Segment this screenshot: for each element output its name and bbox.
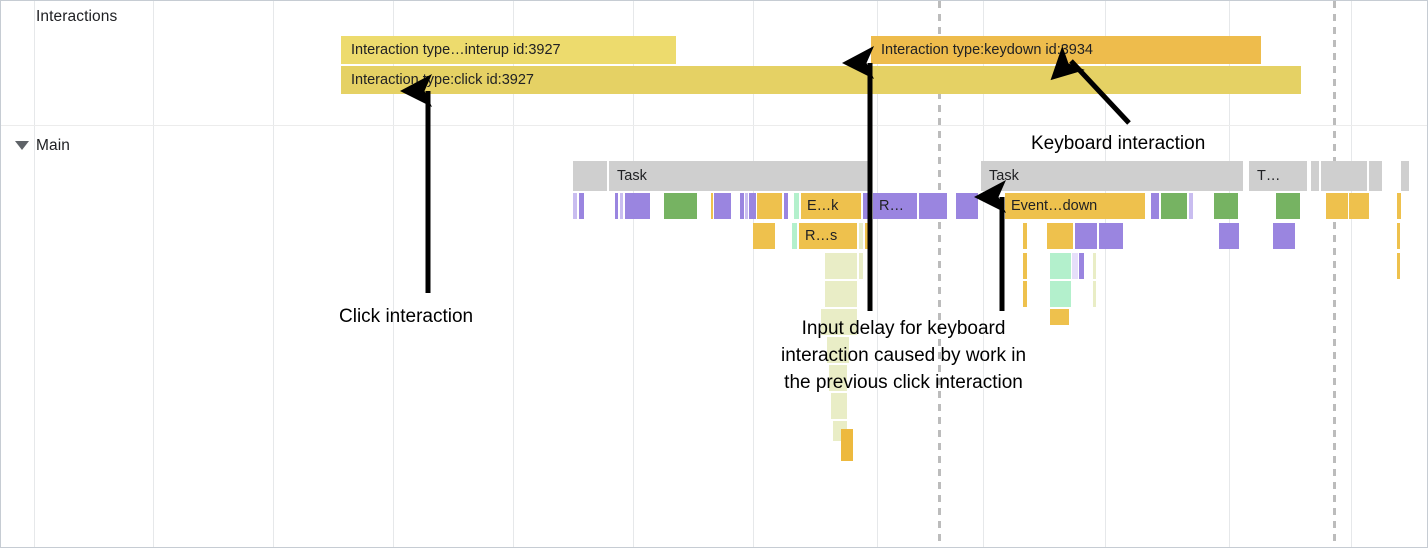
blk-event-k[interactable]: E…k	[801, 193, 861, 219]
blk[interactable]	[1189, 193, 1193, 219]
interaction-keydown[interactable]: Interaction type:keydown id:3934	[871, 36, 1261, 64]
task-bar-3[interactable]: T…	[1249, 161, 1307, 191]
blk[interactable]	[1079, 253, 1084, 279]
time-marker-0[interactable]	[938, 1, 941, 547]
blk[interactable]	[579, 193, 584, 219]
chevron-down-icon[interactable]	[15, 141, 29, 150]
gridline-2	[273, 1, 274, 547]
blk[interactable]	[841, 429, 853, 461]
blk-r[interactable]: R…	[873, 193, 917, 219]
track-header-main[interactable]: Main	[36, 137, 70, 154]
annotation-keyboard-interaction: Keyboard interaction	[1031, 133, 1206, 154]
blk[interactable]	[753, 223, 775, 249]
blk[interactable]	[1075, 223, 1097, 249]
task-bar-8[interactable]	[1401, 161, 1409, 191]
blk[interactable]	[711, 193, 713, 219]
blk[interactable]	[714, 193, 731, 219]
blk[interactable]	[1326, 193, 1348, 219]
task-bar-4[interactable]	[1311, 161, 1319, 191]
blk[interactable]	[1276, 193, 1300, 219]
blk[interactable]	[1050, 253, 1071, 279]
interaction-pointerup[interactable]: Interaction type…interup id:3927	[341, 36, 676, 64]
blk[interactable]	[1219, 223, 1239, 249]
blk[interactable]	[1050, 309, 1069, 325]
gridline-11	[1351, 1, 1352, 547]
gridline-1	[153, 1, 154, 547]
gridline-4	[513, 1, 514, 547]
gridline-7	[877, 1, 878, 547]
blk[interactable]	[1397, 223, 1400, 249]
annotation-click-interaction: Click interaction	[339, 306, 474, 327]
task-bar-2[interactable]: Task	[981, 161, 1243, 191]
gridline-10	[1229, 1, 1230, 547]
blk[interactable]	[757, 193, 782, 219]
blk[interactable]	[1397, 253, 1400, 279]
blk[interactable]	[620, 193, 623, 219]
blk[interactable]	[625, 193, 650, 219]
blk[interactable]	[1349, 193, 1369, 219]
blk[interactable]	[859, 253, 863, 279]
blk[interactable]	[1099, 223, 1123, 249]
gridline-0	[34, 1, 35, 547]
blk[interactable]	[784, 193, 788, 219]
blk[interactable]	[1072, 253, 1078, 279]
annotation-input-delay: Input delay for keyboard interaction cau…	[781, 318, 1027, 393]
blk[interactable]	[792, 223, 797, 249]
blk[interactable]	[664, 193, 697, 219]
blk[interactable]	[865, 223, 869, 249]
blk[interactable]	[1093, 281, 1096, 307]
blk[interactable]	[1050, 281, 1071, 307]
time-marker-1[interactable]	[1333, 1, 1336, 547]
track-header-interactions[interactable]: Interactions	[36, 8, 118, 25]
gridline-3	[393, 1, 394, 547]
blk[interactable]	[825, 253, 857, 279]
blk[interactable]	[1214, 193, 1238, 219]
blk[interactable]	[1023, 253, 1027, 279]
blk[interactable]	[831, 393, 847, 419]
interaction-click[interactable]: Interaction type:click id:3927	[341, 66, 1301, 94]
blk[interactable]	[859, 223, 863, 249]
task-bar-0[interactable]	[573, 161, 607, 191]
blk[interactable]	[1023, 223, 1027, 249]
blk[interactable]	[749, 193, 756, 219]
blk[interactable]	[956, 193, 978, 219]
task-bar-6[interactable]	[1369, 161, 1377, 191]
blk[interactable]	[1047, 223, 1073, 249]
blk-event-down[interactable]: Event…down	[1005, 193, 1145, 219]
gridline-5	[633, 1, 634, 547]
blk[interactable]	[1161, 193, 1187, 219]
blk[interactable]	[1151, 193, 1159, 219]
track-separator-0	[1, 125, 1427, 126]
blk[interactable]	[829, 365, 847, 391]
task-bar-7[interactable]	[1374, 161, 1382, 191]
blk[interactable]	[1093, 253, 1096, 279]
task-bar-1[interactable]: Task	[609, 161, 871, 191]
blk[interactable]	[615, 193, 618, 219]
gridline-6	[753, 1, 754, 547]
blk-r-s[interactable]: R…s	[799, 223, 857, 249]
gridline-9	[1105, 1, 1106, 547]
blk[interactable]	[745, 193, 748, 219]
blk[interactable]	[827, 337, 849, 363]
blk[interactable]	[740, 193, 744, 219]
blk[interactable]	[863, 193, 871, 219]
blk[interactable]	[1397, 193, 1401, 219]
blk[interactable]	[1023, 281, 1027, 307]
blk[interactable]	[919, 193, 947, 219]
blk[interactable]	[825, 281, 857, 307]
blk[interactable]	[821, 309, 857, 335]
blk[interactable]	[1273, 223, 1295, 249]
task-bar-5[interactable]	[1321, 161, 1367, 191]
blk[interactable]	[573, 193, 577, 219]
blk[interactable]	[794, 193, 799, 219]
gridline-8	[983, 1, 984, 547]
